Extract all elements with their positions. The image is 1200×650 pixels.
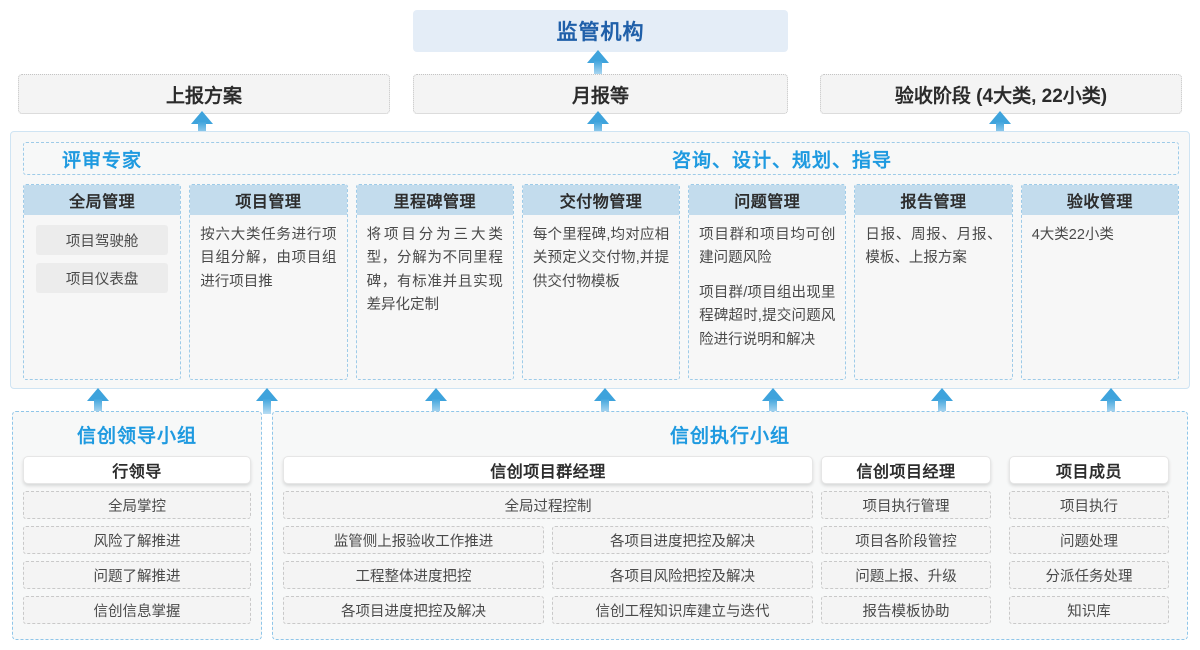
band-header: 评审专家 咨询、设计、规划、指导 — [23, 142, 1179, 175]
panel-leadership-group: 信创领导小组 行领导 全局掌控风险了解推进问题了解推进信创信息掌握 — [12, 411, 262, 640]
report-box-upload-plan: 上报方案 — [18, 74, 390, 114]
group-manager-row: 工程整体进度把控各项目风险把控及解决 — [283, 561, 813, 589]
role-head-project-member: 项目成员 — [1009, 456, 1169, 484]
arrow-up-icon — [587, 111, 609, 137]
capability-column-title: 全局管理 — [24, 185, 181, 215]
regulator-box: 监管机构 — [413, 10, 788, 52]
panel-execution-group: 信创执行小组 信创项目群经理 全局过程控制 监管侧上报验收工作推进各项目进度把控… — [272, 411, 1188, 640]
capability-description: 日报、周报、月报、模板、上报方案 — [865, 227, 1002, 267]
arrow-up-icon — [989, 111, 1011, 137]
capability-column-title: 验收管理 — [1021, 185, 1178, 215]
capability-column-body: 按六大类任务进行项目组分解，由项目组进行项目推 — [190, 215, 346, 379]
capability-pill[interactable]: 项目仪表盘 — [36, 263, 169, 293]
leadership-item[interactable]: 风险了解推进 — [23, 526, 251, 554]
group-manager-row: 各项目进度把控及解决信创工程知识库建立与迭代 — [283, 596, 813, 624]
capability-column-body: 每个里程碑,均对应相关预定义交付物,并提供交付物模板 — [523, 215, 679, 379]
capability-column: 报告管理日报、周报、月报、模板、上报方案 — [854, 184, 1013, 380]
group-manager-item[interactable]: 监管侧上报验收工作推进 — [283, 526, 544, 554]
capability-column-body: 日报、周报、月报、模板、上报方案 — [855, 215, 1011, 379]
project-manager-item[interactable]: 项目执行管理 — [821, 491, 991, 519]
project-manager-item[interactable]: 问题上报、升级 — [821, 561, 991, 589]
capability-description: 按六大类任务进行项目组分解，由项目组进行项目推 — [200, 227, 337, 290]
group-manager-item[interactable]: 信创工程知识库建立与迭代 — [552, 596, 813, 624]
band-label-review-experts: 评审专家 — [62, 150, 143, 171]
group-manager-item[interactable]: 各项目进度把控及解决 — [552, 526, 813, 554]
arrow-up-icon — [1100, 388, 1122, 414]
role-head-bank-leader: 行领导 — [23, 456, 251, 484]
arrow-up-icon — [594, 388, 616, 414]
report-box-monthly: 月报等 — [413, 74, 788, 114]
capability-description: 项目群和项目均可创建问题风险 — [699, 227, 836, 267]
group-manager-item[interactable]: 各项目风险把控及解决 — [552, 561, 813, 589]
capability-column-title: 报告管理 — [855, 185, 1012, 215]
role-head-group-manager: 信创项目群经理 — [283, 456, 813, 484]
group-manager-block: 信创项目群经理 全局过程控制 监管侧上报验收工作推进各项目进度把控及解决工程整体… — [283, 456, 813, 624]
report-label: 月报等 — [571, 85, 629, 107]
leadership-stack: 行领导 全局掌控风险了解推进问题了解推进信创信息掌握 — [23, 456, 251, 624]
leadership-item[interactable]: 全局掌控 — [23, 491, 251, 519]
capability-description: 项目群/项目组出现里程碑超时,提交问题风险进行说明和解决 — [699, 284, 836, 348]
arrow-up-icon — [425, 388, 447, 414]
arrow-up-icon — [87, 388, 109, 414]
capability-column: 验收管理 4大类22小类 — [1020, 184, 1179, 380]
capability-description: 将项目分为三大类型，分解为不同里程碑，有标准并且实现差异化定制 — [366, 227, 503, 314]
capability-column-title: 交付物管理 — [522, 185, 680, 215]
report-label: 验收阶段 (4大类, 22小类) — [894, 85, 1108, 107]
project-manager-item[interactable]: 报告模板协助 — [821, 596, 991, 624]
capability-column: 交付物管理每个里程碑,均对应相关预定义交付物,并提供交付物模板 — [521, 184, 681, 380]
project-member-item[interactable]: 知识库 — [1009, 596, 1169, 624]
panel-title: 信创执行小组 — [669, 426, 790, 447]
capability-column-body: 4大类22小类 — [1022, 215, 1178, 379]
band-label-consulting: 咨询、设计、规划、指导 — [672, 150, 893, 171]
capability-pill[interactable]: 项目驾驶舱 — [36, 225, 169, 255]
role-head-project-manager: 信创项目经理 — [821, 456, 991, 484]
group-manager-item[interactable]: 各项目进度把控及解决 — [283, 596, 544, 624]
report-label: 上报方案 — [165, 85, 242, 107]
project-manager-item[interactable]: 项目各阶段管控 — [821, 526, 991, 554]
report-box-acceptance: 验收阶段 (4大类, 22小类) — [820, 74, 1182, 114]
leadership-item[interactable]: 信创信息掌握 — [23, 596, 251, 624]
capability-column-title: 项目管理 — [190, 185, 347, 215]
capability-description: 每个里程碑,均对应相关预定义交付物,并提供交付物模板 — [532, 227, 670, 290]
group-manager-row: 监管侧上报验收工作推进各项目进度把控及解决 — [283, 526, 813, 554]
project-manager-items: 项目执行管理项目各阶段管控问题上报、升级报告模板协助 — [821, 491, 991, 624]
arrow-up-icon — [931, 388, 953, 414]
project-manager-block: 信创项目经理 项目执行管理项目各阶段管控问题上报、升级报告模板协助 — [821, 456, 1001, 624]
capability-column-body: 将项目分为三大类型，分解为不同里程碑，有标准并且实现差异化定制 — [357, 215, 513, 379]
capability-column: 全局管理项目驾驶舱项目仪表盘 — [23, 184, 182, 380]
panel-title: 信创领导小组 — [76, 426, 197, 447]
arrow-up-icon — [762, 388, 784, 414]
capability-column-title: 问题管理 — [689, 185, 846, 215]
capability-column-title: 里程碑管理 — [356, 185, 513, 215]
capability-column-body: 项目驾驶舱项目仪表盘 — [24, 215, 180, 379]
group-manager-rows: 监管侧上报验收工作推进各项目进度把控及解决工程整体进度把控各项目风险把控及解决各… — [283, 526, 813, 624]
capability-column: 问题管理项目群和项目均可创建问题风险项目群/项目组出现里程碑超时,提交问题风险进… — [688, 184, 847, 380]
arrow-up-icon — [587, 50, 609, 76]
capability-column-body: 项目群和项目均可创建问题风险项目群/项目组出现里程碑超时,提交问题风险进行说明和… — [689, 215, 845, 379]
group-manager-item[interactable]: 工程整体进度把控 — [283, 561, 544, 589]
capability-band: 评审专家 咨询、设计、规划、指导 全局管理项目驾驶舱项目仪表盘项目管理按六大类任… — [10, 131, 1190, 389]
regulator-label: 监管机构 — [556, 21, 645, 44]
project-member-item[interactable]: 分派任务处理 — [1009, 561, 1169, 589]
arrow-up-icon — [191, 111, 213, 137]
leadership-item[interactable]: 问题了解推进 — [23, 561, 251, 589]
leadership-items: 全局掌控风险了解推进问题了解推进信创信息掌握 — [23, 491, 251, 624]
group-manager-item-global: 全局过程控制 — [283, 491, 813, 519]
project-member-item[interactable]: 项目执行 — [1009, 491, 1169, 519]
project-member-block: 项目成员 项目执行问题处理分派任务处理知识库 — [1009, 456, 1179, 624]
project-member-items: 项目执行问题处理分派任务处理知识库 — [1009, 491, 1169, 624]
capability-column: 项目管理按六大类任务进行项目组分解，由项目组进行项目推 — [189, 184, 348, 380]
capability-description: 4大类22小类 — [1031, 227, 1114, 243]
project-member-item[interactable]: 问题处理 — [1009, 526, 1169, 554]
capability-columns: 全局管理项目驾驶舱项目仪表盘项目管理按六大类任务进行项目组分解，由项目组进行项目… — [23, 184, 1179, 380]
arrow-up-icon — [256, 388, 278, 414]
capability-column: 里程碑管理将项目分为三大类型，分解为不同里程碑，有标准并且实现差异化定制 — [355, 184, 514, 380]
